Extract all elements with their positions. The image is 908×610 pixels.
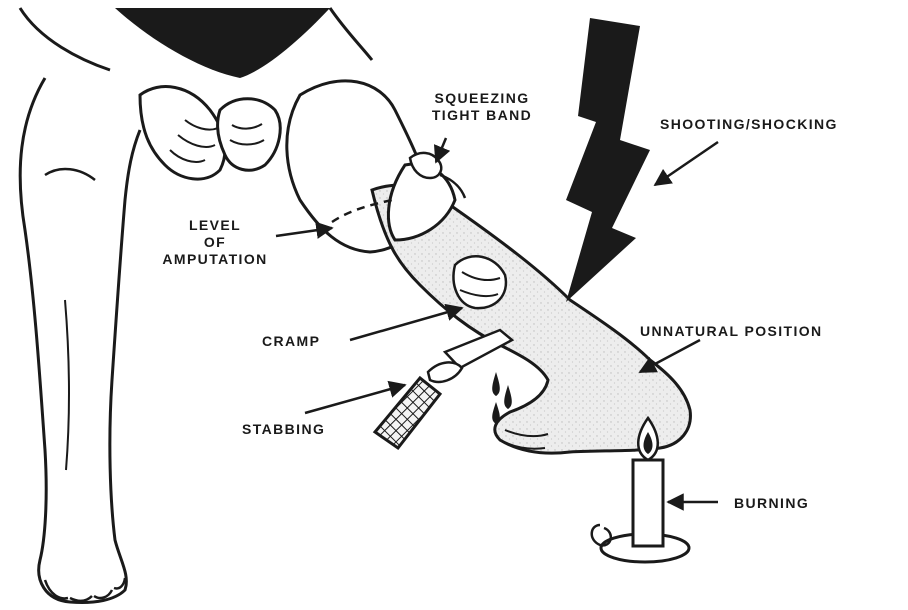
label-squeezing-tight-band: SQUEEZING TIGHT BAND xyxy=(422,90,542,124)
label-level-line3: AMPUTATION xyxy=(150,251,280,268)
arrow-stabbing xyxy=(305,385,405,413)
label-level-line1: LEVEL xyxy=(150,217,280,234)
knife xyxy=(375,330,512,448)
label-level-line2: OF xyxy=(150,234,280,251)
label-burning: BURNING xyxy=(734,495,809,512)
underwear xyxy=(115,8,330,78)
cramp-knot xyxy=(454,256,506,308)
arrow-shooting xyxy=(655,142,718,185)
arrow-squeezing xyxy=(436,138,446,162)
arrow-unnatural xyxy=(640,340,700,372)
label-squeezing-line1: SQUEEZING xyxy=(422,90,542,107)
lightning-bolt xyxy=(566,18,650,302)
torso-left xyxy=(20,8,110,70)
label-cramp: CRAMP xyxy=(262,333,320,350)
left-hand xyxy=(140,87,225,179)
knife-guard xyxy=(428,362,462,382)
blood-drop-2 xyxy=(504,385,512,409)
label-level-of-amputation: LEVEL OF AMPUTATION xyxy=(150,217,280,268)
blood-drop-3 xyxy=(492,402,500,424)
label-squeezing-line2: TIGHT BAND xyxy=(422,107,542,124)
intact-leg xyxy=(20,78,140,603)
knife-handle xyxy=(375,378,440,448)
arrow-level xyxy=(276,228,332,236)
right-hand xyxy=(218,99,281,170)
candle-holder-ring xyxy=(592,525,611,545)
arrow-cramp xyxy=(350,308,462,340)
blood-drop-1 xyxy=(492,372,500,396)
label-stabbing: STABBING xyxy=(242,421,325,438)
torso-right xyxy=(330,8,372,60)
label-shooting-shocking: SHOOTING/SHOCKING xyxy=(660,116,838,133)
label-unnatural-position: UNNATURAL POSITION xyxy=(640,323,823,340)
candle-body xyxy=(633,460,663,546)
